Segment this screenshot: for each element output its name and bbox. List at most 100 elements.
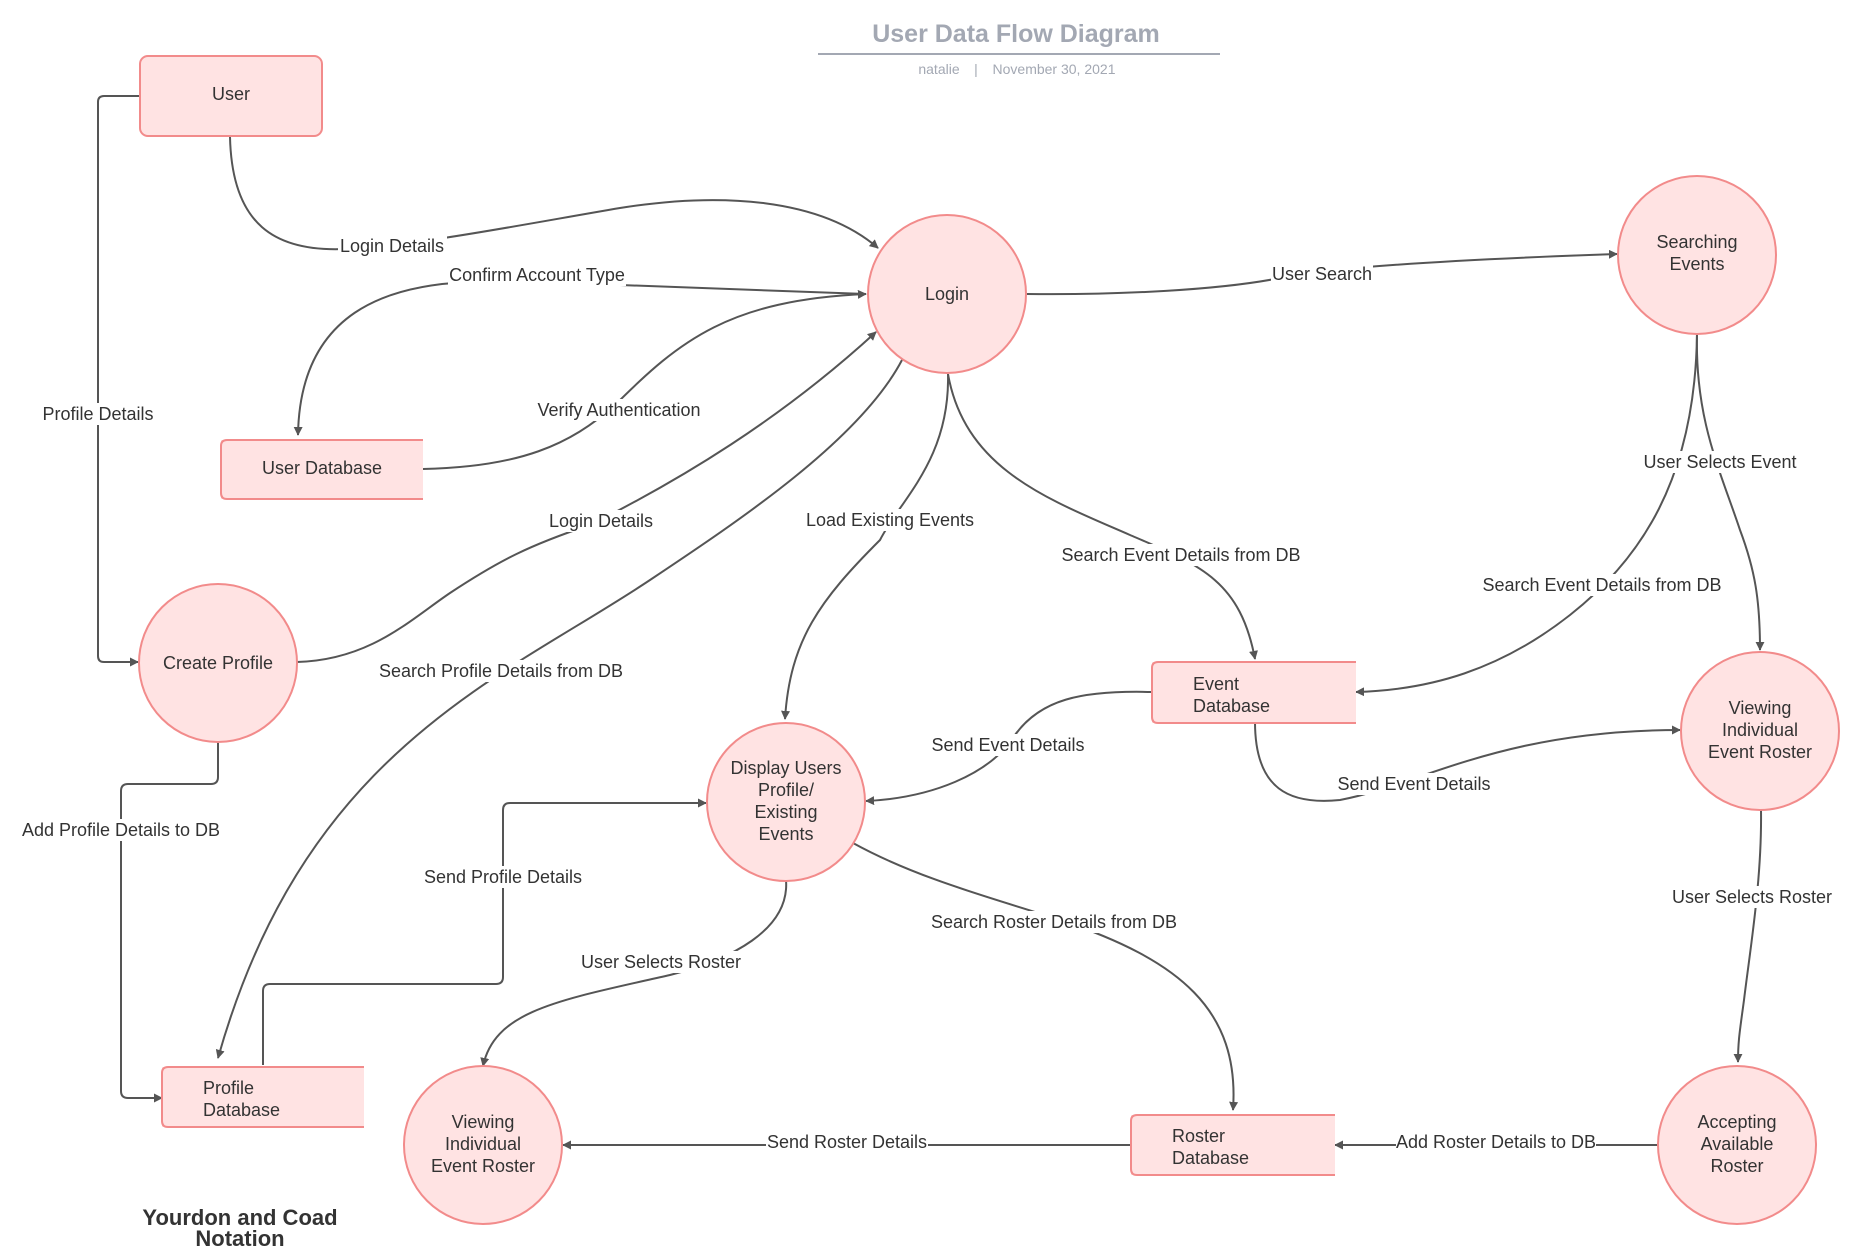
label-bg <box>378 660 624 682</box>
label-bg <box>580 951 742 973</box>
store-fill <box>221 440 423 499</box>
header-separator: | <box>974 61 978 77</box>
node-label: Individual <box>445 1134 521 1154</box>
label-bg <box>1481 574 1723 596</box>
flow-login-to-profile-db <box>215 359 903 1059</box>
label-bg <box>40 403 156 425</box>
notation-caption: Yourdon and Coad Notation <box>142 1205 337 1251</box>
node-label: Event <box>1193 674 1239 694</box>
event-database-store: Event Database <box>1151 661 1356 724</box>
label-bg <box>536 399 702 421</box>
node-label: Login <box>925 284 969 304</box>
store-outline <box>220 439 423 500</box>
label-bg <box>448 264 626 286</box>
flow-label: User Search <box>1272 264 1372 284</box>
flow-label: Verify Authentication <box>537 400 700 420</box>
store-outline <box>161 1066 364 1128</box>
store-fill <box>1152 662 1356 723</box>
flow-label: User Selects Roster <box>581 952 741 972</box>
accepting-roster-circle <box>1657 1065 1817 1225</box>
node-label: Searching <box>1656 232 1737 252</box>
node-label: Display Users <box>730 758 841 778</box>
create-profile-process: Create Profile <box>138 583 298 743</box>
flow-label: Add Profile Details to DB <box>22 820 220 840</box>
node-label: Profile <box>203 1078 254 1098</box>
flow-user-db-to-login <box>422 289 867 470</box>
flow-label: User Selects Event <box>1643 452 1796 472</box>
viewing-roster-right-circle <box>1680 651 1840 811</box>
node-label: Event Roster <box>431 1156 535 1176</box>
login-process: Login <box>867 214 1027 374</box>
display-users-process: Display Users Profile/ Existing Events <box>706 722 866 882</box>
label-bg <box>1336 773 1492 795</box>
create-profile-circle <box>138 583 298 743</box>
node-label: Database <box>1193 696 1270 716</box>
node-label: Available <box>1701 1134 1774 1154</box>
diagram-header: User Data Flow Diagram natalie | Novembe… <box>818 20 1220 77</box>
user-database-store: User Database <box>220 439 423 500</box>
flow-searching-events-to-event-db <box>1355 333 1698 697</box>
node-label: Events <box>1669 254 1724 274</box>
flow-label: Load Existing Events <box>806 510 974 530</box>
flow-label: Search Profile Details from DB <box>379 661 623 681</box>
label-bg <box>932 911 1176 933</box>
user-box <box>139 55 323 137</box>
flow-profile-db-to-display-users <box>262 798 707 1065</box>
display-users-circle <box>706 722 866 882</box>
flow-label: Send Event Details <box>1337 774 1490 794</box>
store-fill <box>162 1067 364 1127</box>
notation-line: Yourdon and Coad <box>142 1205 337 1230</box>
flow-label: Profile Details <box>42 404 153 424</box>
flow-label: Login Details <box>340 236 444 256</box>
flow-label: Send Roster Details <box>767 1132 927 1152</box>
author-name: natalie <box>918 61 959 77</box>
store-outline <box>1151 661 1356 724</box>
notation-line: Notation <box>195 1226 284 1251</box>
user-entity: User <box>139 55 323 137</box>
flow-viewing-roster-right-to-accepting-roster <box>1733 809 1763 1063</box>
flow-labels: Login Details Confirm Account Type Verif… <box>20 235 1833 1153</box>
node-label: Accepting <box>1697 1112 1776 1132</box>
label-bg <box>20 819 222 841</box>
node-label: Events <box>758 824 813 844</box>
node-label: Existing <box>754 802 817 822</box>
roster-database-store: Roster Database <box>1130 1114 1335 1176</box>
flow-label: Send Event Details <box>931 735 1084 755</box>
flow-login-to-display-users <box>781 373 950 720</box>
label-bg <box>1060 544 1302 566</box>
flow-label: Confirm Account Type <box>449 265 625 285</box>
node-label: Create Profile <box>163 653 273 673</box>
viewing-roster-left-process: Viewing Individual Event Roster <box>403 1065 563 1225</box>
node-label: Event Roster <box>1708 742 1812 762</box>
label-bg <box>802 509 978 531</box>
node-label: User Database <box>262 458 382 478</box>
label-bg <box>1396 1131 1596 1153</box>
flow-user-to-create-profile <box>97 95 140 667</box>
node-label: Database <box>203 1100 280 1120</box>
label-bg <box>422 866 584 888</box>
node-label: Profile/ <box>758 780 814 800</box>
searching-events-circle <box>1617 175 1777 335</box>
flow-display-users-to-viewing-roster-left <box>480 879 788 1067</box>
viewing-roster-left-circle <box>403 1065 563 1225</box>
label-bg <box>1640 451 1800 473</box>
flow-label: Login Details <box>549 511 653 531</box>
accepting-roster-process: Accepting Available Roster <box>1657 1065 1817 1225</box>
flow-label: Add Roster Details to DB <box>1396 1132 1596 1152</box>
flow-user-to-login <box>229 136 879 251</box>
label-bg <box>1271 263 1373 285</box>
node-label: Database <box>1172 1148 1249 1168</box>
node-label: Roster <box>1172 1126 1225 1146</box>
store-fill <box>1131 1115 1335 1175</box>
searching-events-process: Searching Events <box>1617 175 1777 335</box>
node-label: Viewing <box>1729 698 1792 718</box>
diagram-date: November 30, 2021 <box>993 61 1116 77</box>
node-label: Roster <box>1710 1156 1763 1176</box>
label-bg <box>1671 886 1833 908</box>
label-bg <box>930 734 1086 756</box>
flow-label: Search Roster Details from DB <box>931 912 1177 932</box>
flow-login-to-event-db <box>947 373 1258 660</box>
diagram-title: User Data Flow Diagram <box>872 20 1160 48</box>
flow-create-profile-to-profile-db <box>120 742 219 1103</box>
